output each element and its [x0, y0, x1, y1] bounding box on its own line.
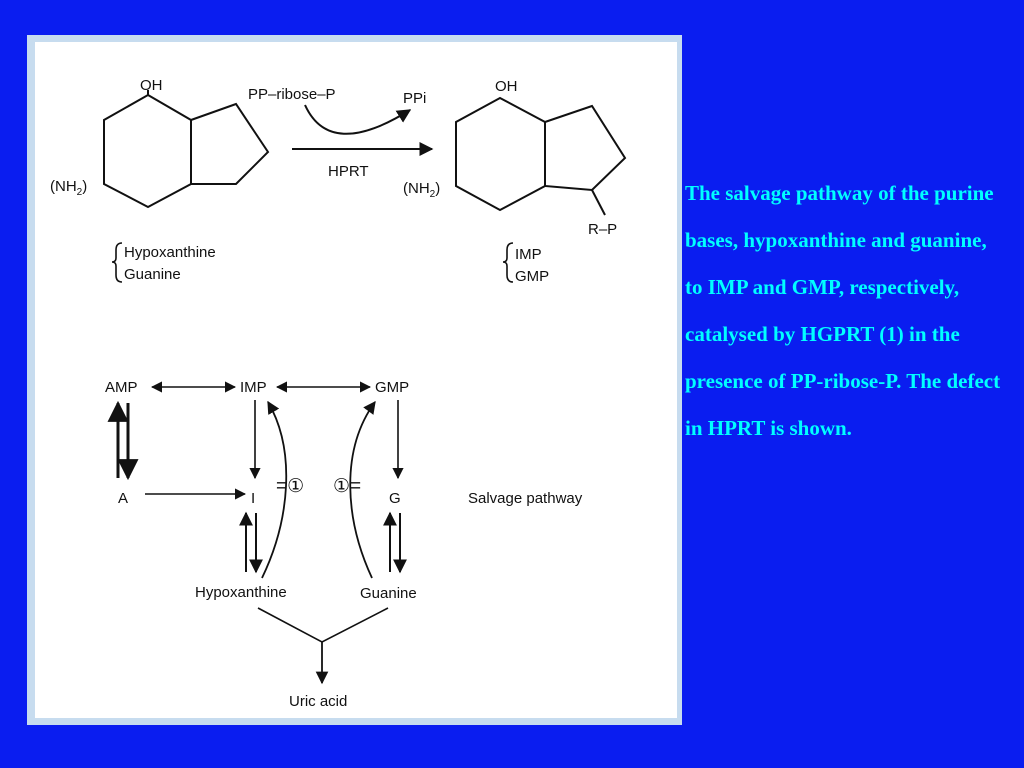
hgprt-block-left: =①: [276, 476, 304, 497]
node-amp: AMP: [105, 379, 138, 396]
five-ring-right: [544, 104, 627, 192]
converge-lines: [257, 607, 389, 643]
nh2-label-right: (NH2): [403, 180, 440, 200]
node-gmp: GMP: [375, 379, 409, 396]
six-ring-right: [455, 96, 546, 212]
oh-label-right: OH: [495, 78, 518, 95]
hprt-label: HPRT: [328, 163, 369, 180]
caption-text: The salvage pathway of the purine bases,…: [685, 181, 1001, 440]
substrate-hypoxanthine: Hypoxanthine: [124, 244, 216, 261]
ppi-label: PPi: [403, 90, 426, 107]
five-ring-left: [190, 102, 270, 185]
substrate-guanine: Guanine: [124, 266, 181, 283]
figure-panel: [35, 42, 677, 718]
six-ring-left: [103, 93, 192, 209]
hgprt-block-right: ①=: [333, 476, 361, 497]
node-hypoxanthine: Hypoxanthine: [195, 584, 287, 601]
salvage-pathway-label: Salvage pathway: [468, 490, 583, 507]
node-uric-acid: Uric acid: [289, 693, 347, 710]
rp-label: R–P: [588, 221, 617, 238]
product-gmp: GMP: [515, 268, 549, 285]
node-a: A: [118, 490, 128, 507]
product-imp: IMP: [515, 246, 542, 263]
oh-label-left: OH: [140, 77, 163, 94]
node-g: G: [389, 490, 401, 507]
nh2-label-left: (NH2): [50, 178, 87, 198]
substrate-brace: [111, 242, 123, 283]
salvage-arrow-hypoxanthine-imp: [261, 400, 288, 579]
reagent-label: PP–ribose–P: [248, 86, 336, 103]
product-brace: [502, 242, 514, 283]
node-i: I: [251, 490, 255, 507]
node-imp: IMP: [240, 379, 267, 396]
ppi-curved-arrow: [304, 104, 412, 135]
node-guanine: Guanine: [360, 585, 417, 602]
salvage-arrow-guanine-gmp: [349, 400, 376, 579]
hypoxanthine-structure: [103, 90, 270, 209]
imp-structure: [455, 96, 627, 216]
